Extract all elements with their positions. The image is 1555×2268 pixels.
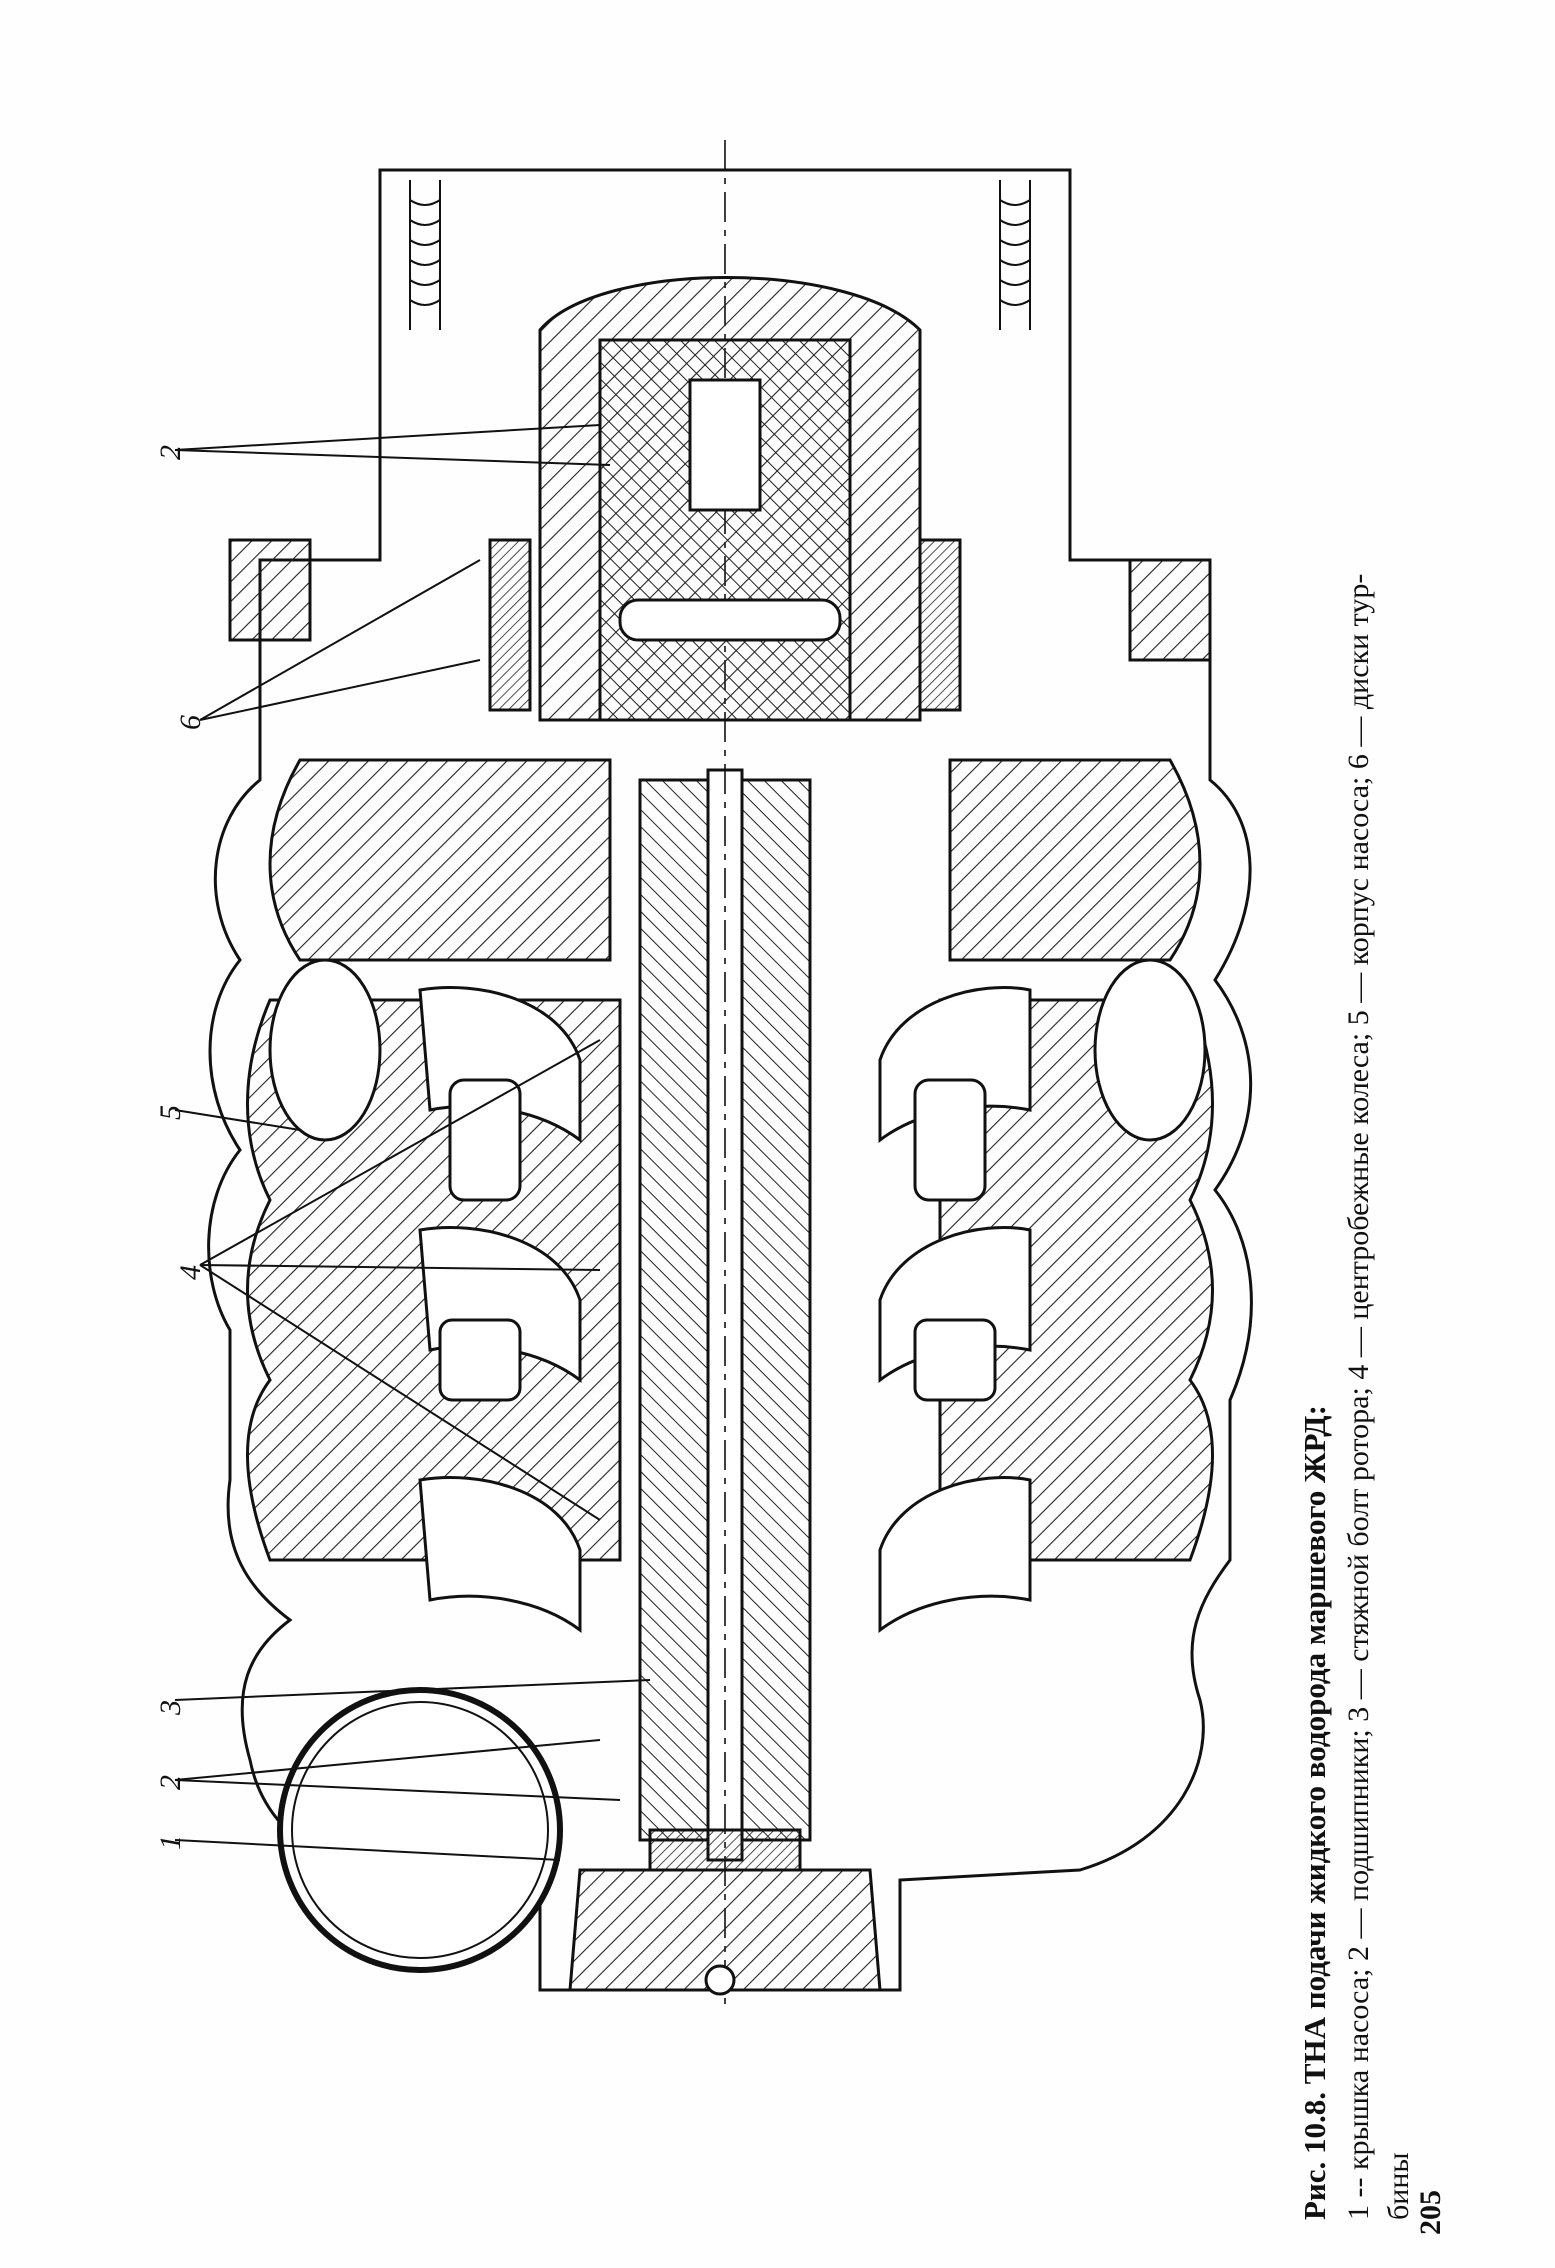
cover-plug (704, 1964, 736, 1996)
leader-1 (174, 1839, 561, 1861)
caption-title: Рис. 10.8. ТНА подачи жидкого водорода м… (1297, 1405, 1332, 2220)
volute-bottom (1093, 958, 1207, 1142)
leader-2b (174, 1779, 621, 1801)
flange-left (228, 538, 312, 642)
leader-3 (174, 1679, 651, 1701)
callout-6: 6 (174, 715, 207, 730)
housing-section-top (268, 758, 612, 962)
housing-section-bottom (948, 758, 1202, 962)
callout-1: 1 (154, 1835, 187, 1850)
callout-5: 5 (154, 1105, 187, 1120)
leader-4c (199, 1264, 601, 1521)
tie-bolt (706, 768, 744, 1862)
diffuser-channel-bottom (913, 1318, 997, 1402)
callout-2-left: 2 (154, 1775, 187, 1790)
page-number: 205 (1414, 2190, 1447, 2235)
diffuser-channel-top (438, 1318, 522, 1402)
caption-line-2: бины (1382, 2152, 1415, 2220)
turbine-disc-bottom (918, 538, 962, 712)
leader-6b (199, 659, 481, 721)
leader-4b (199, 1264, 601, 1271)
leader-6a (199, 559, 481, 721)
bellows-left (409, 180, 441, 330)
leader-2d (174, 449, 611, 466)
pump-inlet (277, 1687, 563, 1973)
impeller-3-top (418, 1476, 582, 1633)
turbine-disc-top (488, 538, 532, 712)
bearing-bottom (648, 1828, 802, 1872)
leader-5 (174, 1109, 301, 1131)
bellows-right (999, 180, 1031, 330)
return-channel-bottom (913, 1078, 987, 1202)
impeller-3-bottom (878, 1476, 1032, 1633)
caption-line-1: 1 -- крышка насоса; 2 — подшипники; 3 — … (1342, 574, 1375, 2220)
leader-2c (174, 424, 601, 451)
volute-top (268, 958, 382, 1142)
leader-2a (174, 1739, 601, 1781)
callout-2-right: 2 (154, 445, 187, 460)
turbine-disc-connector (618, 598, 842, 642)
return-channel-top (448, 1078, 522, 1202)
flange-right (1128, 558, 1212, 662)
callout-3: 3 (154, 1700, 187, 1716)
callout-4: 4 (174, 1265, 207, 1280)
leader-4a (199, 1039, 601, 1266)
turbine-bearing-housing (688, 378, 762, 512)
